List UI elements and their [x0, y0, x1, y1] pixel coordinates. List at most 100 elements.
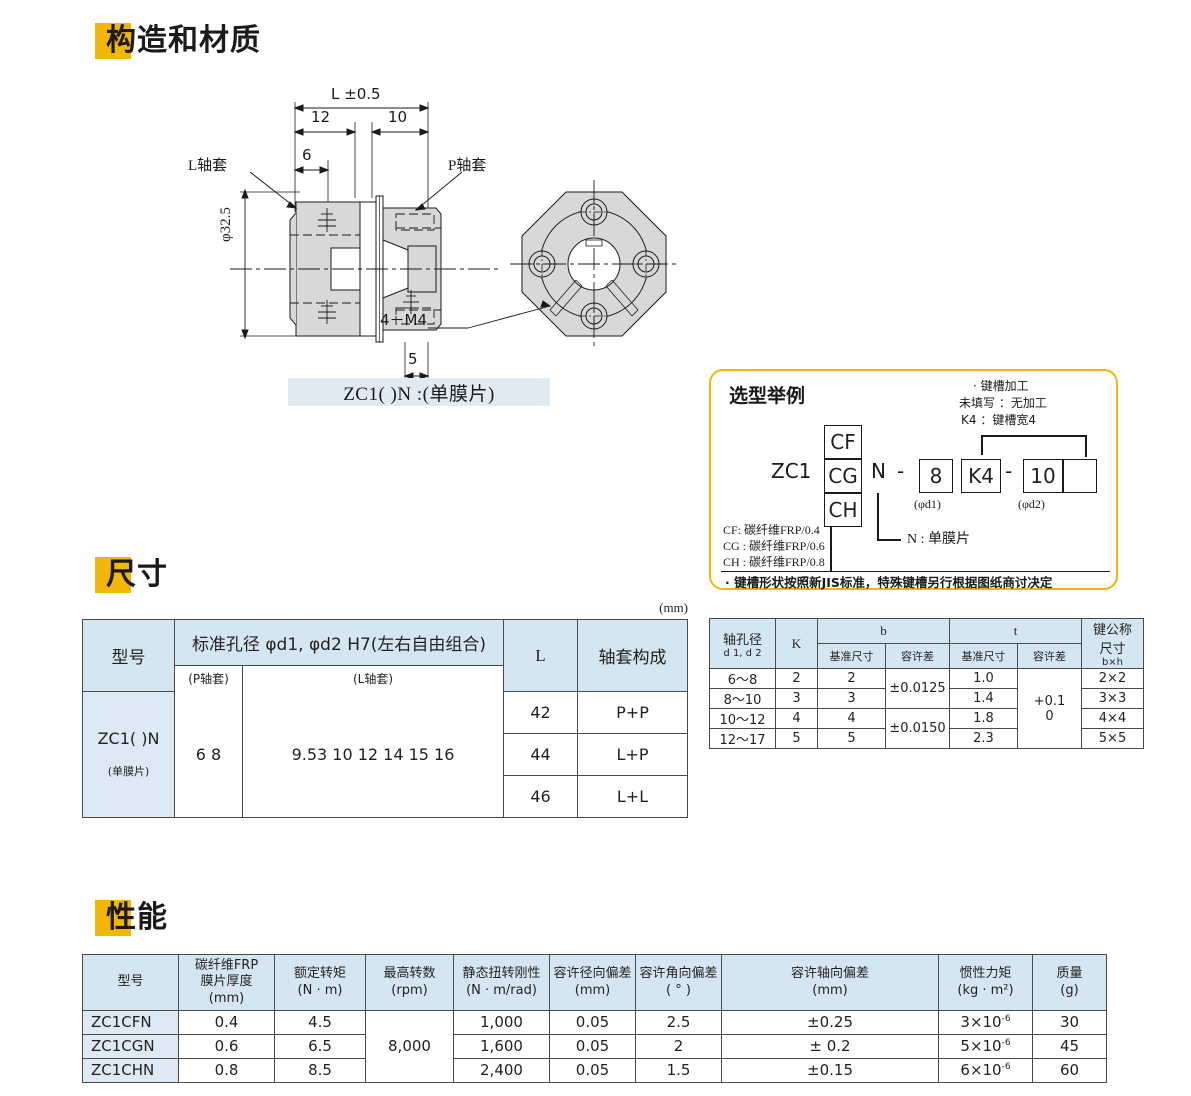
- perf-header-inertia-l1: 惯性力矩: [959, 966, 1012, 982]
- key-t-tol-top: +0.1: [1033, 693, 1066, 709]
- key-b-tol-1: ±0.0125: [885, 668, 950, 709]
- table-header-row: 轴孔径 d 1, d 2 K b t 键公称 尺寸 b×h: [709, 618, 1144, 669]
- key-header-bore-sub: d 1, d 2: [723, 647, 762, 659]
- key-header-nominal-1: 键公称: [1092, 623, 1132, 638]
- dimension-unit-label: (mm): [659, 600, 688, 615]
- keyway-bracket-left: [981, 435, 983, 455]
- key-b-basic-4: 5: [817, 728, 886, 749]
- coupling-drawing-svg: [230, 102, 678, 380]
- key-k-1: 2: [775, 668, 818, 689]
- key-t-basic-2: 1.4: [949, 688, 1018, 709]
- footer-divider: [721, 571, 1110, 572]
- perf-header-thickness-unit: (mm): [208, 990, 245, 1006]
- dim-subheader-p-sleeve: (P轴套): [174, 665, 243, 692]
- film-type-note: N : 单膜片: [907, 532, 970, 547]
- key-bore-4: 12～17: [709, 728, 776, 749]
- key-k-4: 5: [775, 728, 818, 749]
- perf-model-3: ZC1CHN: [82, 1058, 179, 1083]
- label-p-sleeve: P轴套: [448, 158, 487, 174]
- perf-thickness-2: 0.6: [178, 1034, 275, 1059]
- accent-swatch-structure: [95, 23, 131, 59]
- perf-axial-2: ± 0.2: [721, 1034, 939, 1059]
- perf-header-radial-l1: 容许径向偏差: [553, 966, 632, 982]
- perf-header-radial: 容许径向偏差 (mm): [549, 954, 636, 1011]
- dim-p-bores: 6 8: [174, 691, 243, 818]
- performance-table-wrap: 型号 碳纤维FRP 膜片厚度 (mm) 额定转矩 (N · m) 最高转数 (r…: [82, 954, 1107, 1083]
- code-d1-label: (φd1): [914, 497, 941, 511]
- section-header-structure: 构造和材质: [95, 18, 261, 64]
- perf-header-axial-unit: (mm): [812, 982, 848, 998]
- dimension-10: 10: [388, 108, 408, 126]
- dim-subheader-l-sleeve: (L轴套): [242, 665, 504, 692]
- perf-torque-1: 4.5: [274, 1010, 366, 1035]
- keyway-bracket-top: [981, 435, 1087, 437]
- dimension-table-wrap: (mm) 型号 标准孔径 φd1, φd2 H7(左右自由组合) L 轴套构成 …: [82, 600, 688, 818]
- label-l-sleeve: L轴套: [188, 158, 228, 174]
- section-header-performance: 性能: [95, 895, 168, 941]
- key-header-nominal-3: b×h: [1101, 657, 1124, 668]
- material-legend-cg: CG : 碳纤维FRP/0.6: [723, 539, 825, 553]
- code-material-ch: CH: [824, 493, 862, 527]
- perf-angular-2: 2: [635, 1034, 722, 1059]
- perf-angular-1: 2.5: [635, 1010, 722, 1035]
- perf-mass-3: 60: [1032, 1058, 1107, 1083]
- perf-axial-3: ±0.15: [721, 1058, 939, 1083]
- key-header-nominal: 键公称 尺寸 b×h: [1081, 618, 1144, 669]
- table-row: ZC1( )N (单膜片) 6 8 9.53 10 12 14 15 16 42…: [82, 691, 688, 818]
- dim-header-model: 型号: [82, 619, 175, 692]
- perf-header-inertia-unit: (kg · m²): [957, 982, 1014, 998]
- perf-header-mass-unit: (g): [1060, 982, 1079, 998]
- dim-sleeve-1: P+P: [577, 691, 688, 734]
- dim-length-2: 44: [503, 733, 578, 776]
- drawing-caption: ZC1( )N :(单膜片): [288, 378, 550, 406]
- dim-header-bore: 标准孔径 φd1, φd2 H7(左右自由组合): [174, 619, 504, 666]
- table-row: 8～10 3 3 1.4 3×3: [709, 688, 1144, 709]
- dimension-diameter: φ32.5: [218, 207, 234, 242]
- table-row: ZC1CGN 0.6 6.5 1,600 0.05 2 ± 0.2 5×10-6…: [82, 1034, 1107, 1059]
- key-header-b: b: [817, 618, 950, 644]
- key-t-basic-4: 2.3: [949, 728, 1018, 749]
- dim-l-bores: 9.53 10 12 14 15 16: [242, 691, 504, 818]
- key-nominal-3: 4×4: [1081, 708, 1144, 729]
- code-film-type: N: [871, 459, 886, 483]
- key-header-bore-title: 轴孔径: [722, 632, 762, 648]
- perf-header-radial-unit: (mm): [574, 982, 611, 998]
- key-header-nominal-2: 尺寸: [1099, 642, 1126, 657]
- key-subheader-t-basic: 基准尺寸: [949, 643, 1018, 669]
- perf-stiffness-3: 2,400: [453, 1058, 550, 1083]
- table-row: 6～8 2 2 ±0.0125 1.0 +0.1 0 2×2: [709, 668, 1144, 749]
- dim-header-sleeve: 轴套构成: [577, 619, 688, 692]
- perf-header-axial-l1: 容许轴向偏差: [790, 966, 869, 982]
- perf-inertia-mantissa-1: 3×10: [960, 1013, 1002, 1032]
- key-k-3: 4: [775, 708, 818, 729]
- perf-mass-1: 30: [1032, 1010, 1107, 1035]
- dim-model-name: ZC1( )N (单膜片): [82, 691, 175, 818]
- keyway-note-3: K4 ：键槽宽4: [961, 413, 1036, 427]
- key-header-t: t: [949, 618, 1082, 644]
- code-d1-value: 8: [919, 459, 953, 493]
- dimension-6: 6: [302, 146, 312, 164]
- perf-angular-3: 1.5: [635, 1058, 722, 1083]
- code-material-cg: CG: [824, 459, 862, 493]
- dim-model-subtitle: (单膜片): [107, 764, 150, 778]
- code-keyway-value: K4: [961, 459, 1001, 493]
- perf-header-torque-unit: (N · m): [297, 982, 343, 998]
- dimension-table: 型号 标准孔径 φd1, φd2 H7(左右自由组合) L 轴套构成 (P轴套)…: [82, 619, 688, 818]
- material-legend-cf: CF: 碳纤维FRP/0.4: [723, 523, 820, 537]
- perf-header-speed-unit: (rpm): [391, 982, 428, 998]
- key-b-basic-2: 3: [817, 688, 886, 709]
- key-b-basic-3: 4: [817, 708, 886, 729]
- table-row: 10～12 4 4 ±0.0150 1.8 4×4: [709, 708, 1144, 749]
- keyway-note-2: 未填写 ：无加工: [959, 396, 1047, 410]
- perf-header-inertia: 惯性力矩 (kg · m²): [938, 954, 1033, 1011]
- table-subheader-row: (P轴套) (L轴套): [83, 665, 688, 692]
- dimension-5: 5: [408, 350, 418, 368]
- key-header-k: K: [775, 618, 818, 669]
- table-header-row: 型号 碳纤维FRP 膜片厚度 (mm) 额定转矩 (N · m) 最高转数 (r…: [82, 954, 1107, 1011]
- table-row: ZC1CFN 0.4 4.5 8,000 1,000 0.05 2.5 ±0.2…: [82, 1010, 1107, 1083]
- perf-inertia-exp-2: -6: [1001, 1038, 1011, 1049]
- perf-header-speed-l1: 最高转数: [383, 966, 436, 982]
- perf-header-mass: 质量 (g): [1032, 954, 1107, 1011]
- perf-radial-3: 0.05: [549, 1058, 636, 1083]
- film-leader-horizontal: [877, 539, 901, 541]
